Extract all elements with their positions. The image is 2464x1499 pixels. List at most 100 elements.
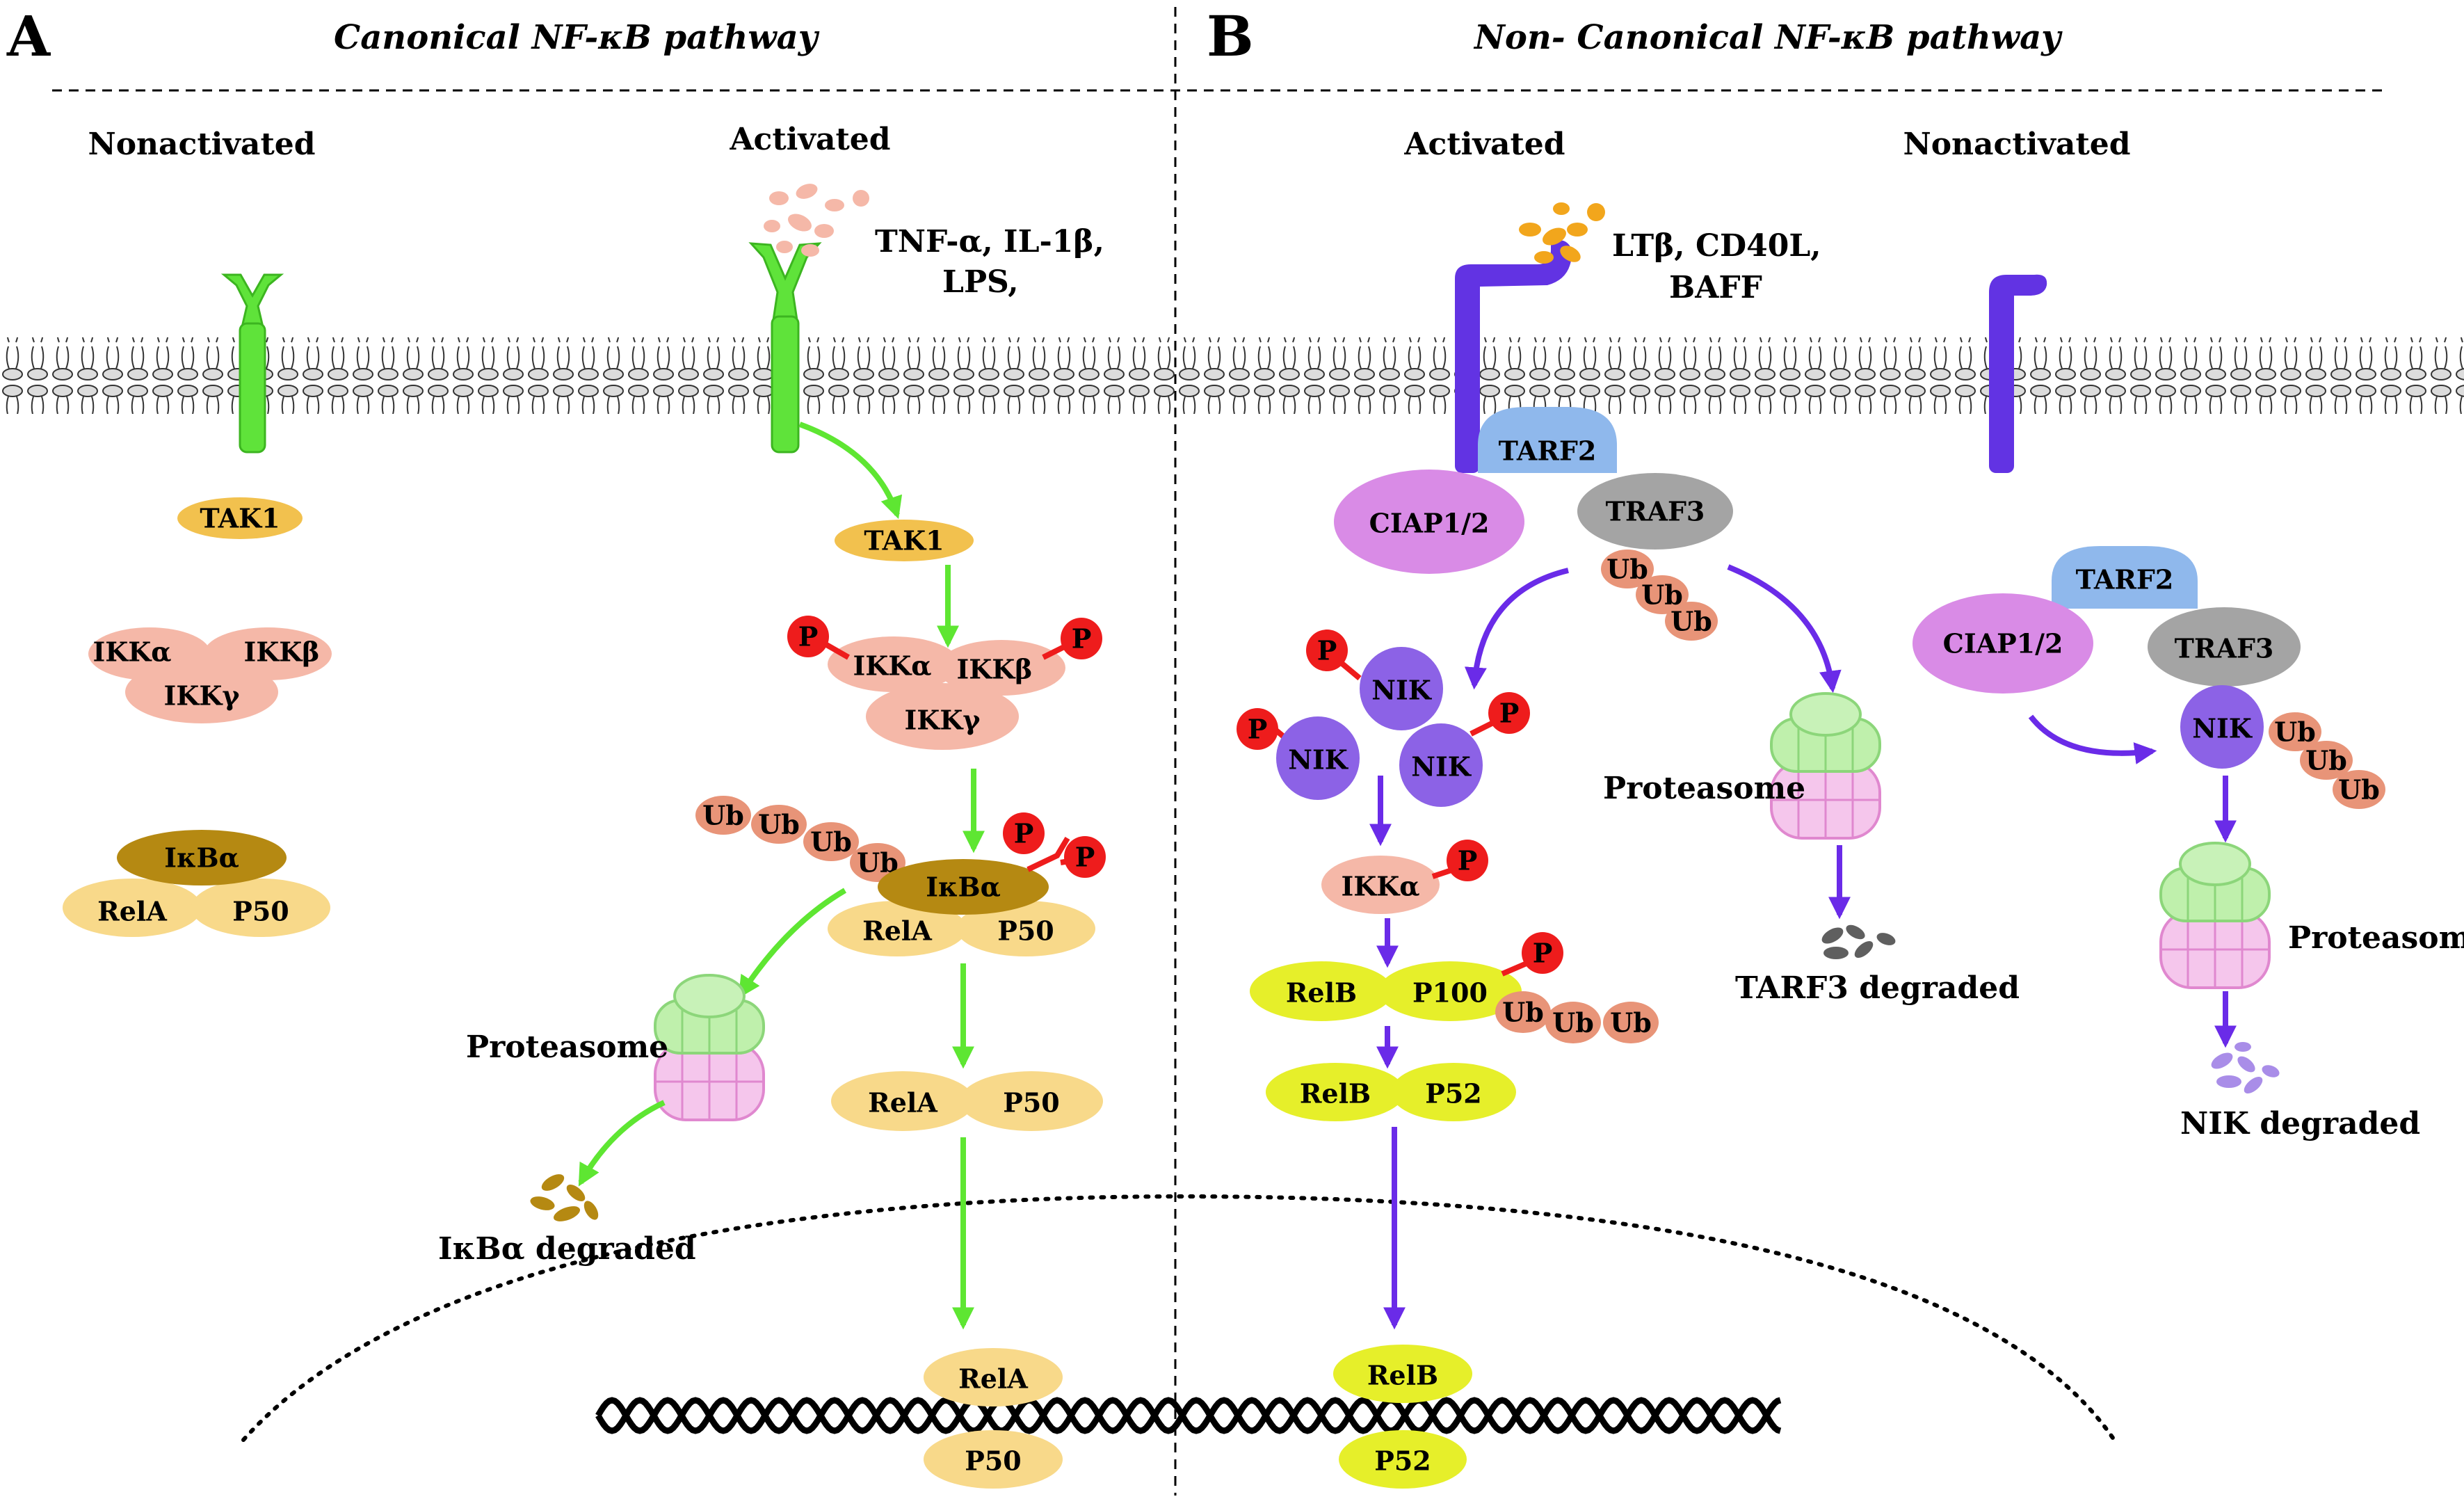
b-receptor-activated: [1455, 240, 1572, 473]
panel-title-b: Non- Canonical NF-κB pathway: [1473, 18, 2063, 57]
a-ikba-fragments: [530, 1174, 599, 1221]
b-phospho-nik-1: [1306, 630, 1348, 671]
a-ub-1: [695, 796, 751, 835]
b-tarf2-nonactivated: [2052, 546, 2198, 609]
a-phospho-ikba-2: [1064, 836, 1106, 878]
a-ikk-gamma-activated: [866, 683, 1019, 750]
a-ikk-beta-nonactivated-label: IKKβ: [243, 636, 319, 668]
b-ub-p100-2-label: Ub: [1552, 1007, 1594, 1039]
b-ub-traf3-1-label: Ub: [1607, 554, 1648, 585]
a-p50-bound: [956, 901, 1095, 956]
b-proteasome-nonactivated-label: Proteasome: [2288, 920, 2464, 956]
b-nik-fragments: [2211, 1042, 2280, 1093]
a-tak1-nonactivated: [177, 497, 303, 539]
a-phospho-ikk-alpha: [787, 616, 829, 657]
b-ub-p100-1: [1495, 991, 1551, 1033]
b-phospho-nik-3-label: P: [1499, 698, 1520, 729]
b-nik-2: [1276, 716, 1360, 800]
b-nik-degraded-label: NIK degraded: [2180, 1106, 2420, 1141]
b-p100: [1378, 961, 1522, 1021]
b-ub-nik-1: [2269, 712, 2321, 751]
nuclear-envelope: [241, 1194, 2116, 1442]
b-relb-p52: [1266, 1063, 1405, 1121]
a-ikk-alpha-nonactivated-label: IKKα: [92, 636, 171, 668]
b-nik-1-label: NIK: [1371, 675, 1433, 706]
b-relb-p52-label: RelB: [1300, 1078, 1371, 1109]
a-p50-nonactivated: [191, 879, 330, 937]
b-traf3-nonactivated-label: TRAF3: [2175, 633, 2274, 664]
b-ciap-activated-label: CIAP1/2: [1369, 508, 1490, 539]
a-ub-2-label: Ub: [758, 809, 800, 840]
b-ub-traf3-3: [1665, 602, 1718, 641]
b-nik-2-label: NIK: [1288, 744, 1349, 776]
a-p50-nuclear-label: P50: [965, 1445, 1021, 1477]
a-tak1-activated-label: TAK1: [864, 525, 944, 556]
a-rela-bound: [828, 901, 967, 956]
b-proteasome-activated-label: Proteasome: [1603, 771, 1805, 806]
a-degraded-label: IκBα degraded: [438, 1231, 696, 1267]
b-p52-label: P52: [1425, 1078, 1481, 1109]
b-ligands-label-1: LTβ, CD40L,: [1612, 228, 1821, 264]
cell-membrane: [0, 337, 2464, 414]
b-ub-traf3-3-label: Ub: [1670, 606, 1712, 637]
a-ligands: [764, 184, 869, 257]
a-ikk-gamma-nonactivated: [125, 661, 278, 723]
b-relb-p100-label: RelB: [1286, 977, 1357, 1009]
b-nik-3: [1399, 723, 1483, 807]
b-arrow-ciap-nik: [2028, 714, 2157, 764]
a-ikk-beta-activated-label: IKKβ: [956, 654, 1032, 685]
b-proteasome-activated: [1770, 692, 1881, 840]
a-ub-3-label: Ub: [810, 826, 852, 858]
a-rela-nuclear: [924, 1348, 1063, 1406]
b-phospho-nik-1-label: P: [1317, 635, 1337, 666]
a-phospho-ikba-2-label: P: [1075, 842, 1095, 873]
panel-title-a: Canonical NF-κB pathway: [334, 18, 820, 57]
a-phospho-ikk-beta: [1061, 618, 1102, 659]
b-ub-nik-3-label: Ub: [2338, 774, 2380, 805]
b-ub-traf3-2: [1636, 575, 1689, 614]
panel-letter-a: A: [6, 3, 51, 69]
b-phospho-ikk: [1447, 840, 1488, 881]
a-tak1-activated: [835, 520, 974, 561]
b-phospho-p100: [1522, 932, 1563, 974]
dna-helix: [595, 1397, 1782, 1434]
a-p50-nuclear: [924, 1430, 1063, 1489]
a-tak1-nonactivated-label: TAK1: [200, 503, 280, 534]
b-ub-p100-3: [1603, 1002, 1659, 1043]
b-nik-nonactivated: [2180, 685, 2264, 769]
b-ligands: [1519, 202, 1605, 264]
a-rela-nonactivated-label: RelA: [97, 896, 167, 927]
b-ub-nik-2-label: Ub: [2305, 745, 2347, 776]
b-tarf2-activated-label: TARF2: [1499, 435, 1597, 467]
a-proteasome-label: Proteasome: [466, 1029, 668, 1065]
b-ub-traf3-1: [1601, 550, 1654, 588]
b-tarf2-activated: [1478, 407, 1617, 473]
b-activated-header: Activated: [1403, 127, 1565, 162]
b-relb-p100: [1250, 961, 1393, 1021]
b-p52-nuclear: [1339, 1430, 1467, 1489]
b-traf3-activated: [1577, 473, 1733, 550]
b-phospho-ikk-label: P: [1458, 845, 1478, 876]
b-ciap-nonactivated-label: CIAP1/2: [1943, 628, 2063, 659]
a-rela-nonactivated: [63, 879, 202, 937]
a-p50-free-label: P50: [1003, 1087, 1059, 1119]
a-ub-2: [751, 805, 807, 844]
a-ikba-nonactivated: [117, 830, 287, 885]
a-rela-free: [831, 1071, 974, 1131]
a-ikba-bound-label: IκBα: [926, 872, 1001, 903]
a-ikk-gamma-activated-label: IKKγ: [905, 705, 981, 736]
a-nonactivated-header: Nonactivated: [88, 127, 315, 162]
b-nik-nonactivated-label: NIK: [2192, 713, 2253, 744]
b-phospho-p100-label: P: [1533, 938, 1553, 969]
a-phospho-ikk-alpha-label: P: [798, 621, 819, 652]
b-p52: [1391, 1063, 1516, 1121]
a-receptor-nonactivated: [220, 273, 284, 454]
a-arrow-receptor-tak1: [798, 422, 903, 520]
b-proteasome-nonactivated: [2159, 842, 2271, 989]
a-phospho-ikba-1: [1003, 812, 1045, 854]
b-ciap-activated: [1334, 470, 1524, 574]
b-ligands-label-2: BAFF: [1669, 270, 1762, 305]
b-receptor-nonactivated: [1989, 274, 2047, 473]
a-ub-1-label: Ub: [702, 800, 744, 831]
